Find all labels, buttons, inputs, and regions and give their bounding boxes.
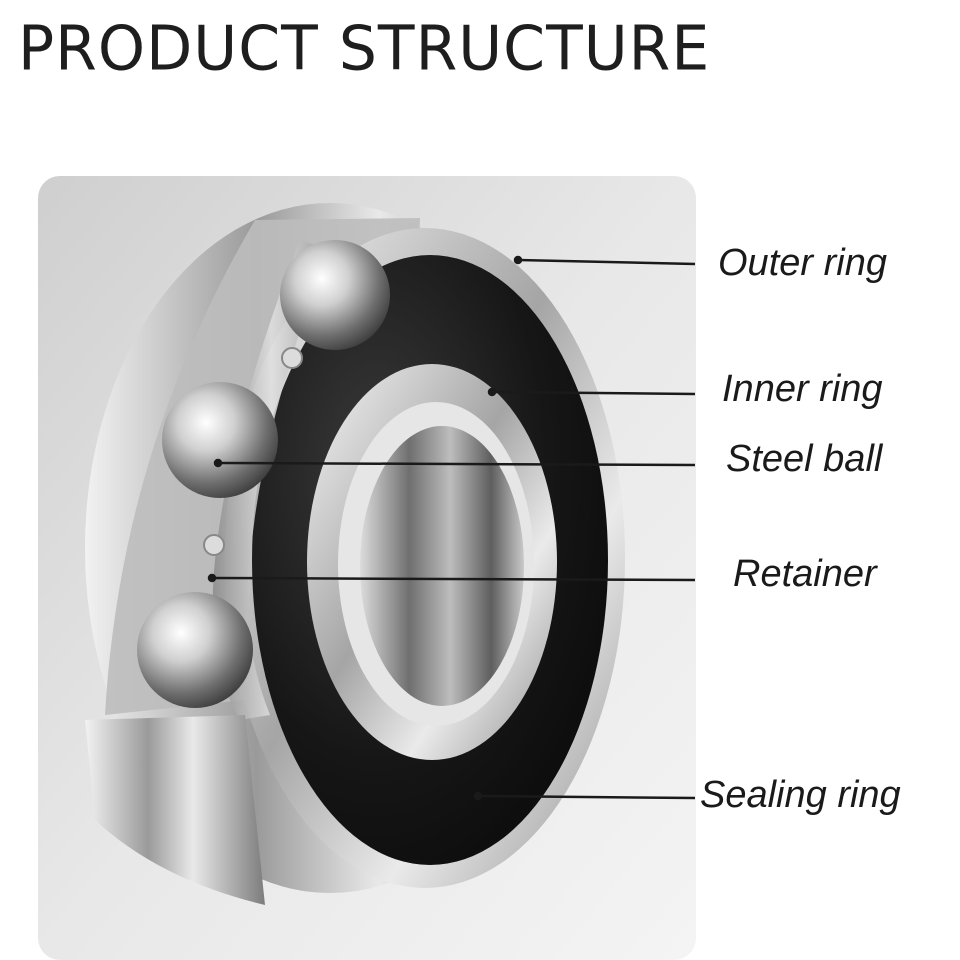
leader-dot bbox=[213, 458, 223, 468]
label-outer-ring: Outer ring bbox=[718, 242, 887, 284]
outer-ring-cut-section bbox=[85, 715, 265, 905]
label-steel-ball: Steel ball bbox=[726, 438, 883, 480]
leader-line-inner-ring bbox=[491, 390, 696, 396]
retainer-rivet bbox=[281, 347, 303, 369]
leader-line-outer-ring bbox=[517, 258, 696, 266]
label-inner-ring: Inner ring bbox=[722, 368, 883, 410]
steel-ball-middle bbox=[162, 382, 278, 498]
leader-dot bbox=[207, 573, 217, 583]
label-sealing-ring: Sealing ring bbox=[700, 774, 901, 816]
leader-dot bbox=[513, 255, 523, 265]
page-title: PRODUCT STRUCTURE bbox=[18, 13, 711, 85]
leader-line-retainer bbox=[211, 576, 696, 582]
label-retainer: Retainer bbox=[733, 553, 877, 595]
leader-line-sealing-ring bbox=[477, 794, 696, 800]
steel-ball-bottom bbox=[137, 592, 253, 708]
leader-dot bbox=[473, 791, 483, 801]
leader-dot bbox=[487, 387, 497, 397]
retainer-cage bbox=[212, 240, 330, 720]
retainer-rivet bbox=[203, 534, 225, 556]
steel-ball-top bbox=[280, 240, 390, 350]
bore bbox=[360, 426, 524, 706]
leader-line-steel-ball bbox=[217, 461, 696, 467]
